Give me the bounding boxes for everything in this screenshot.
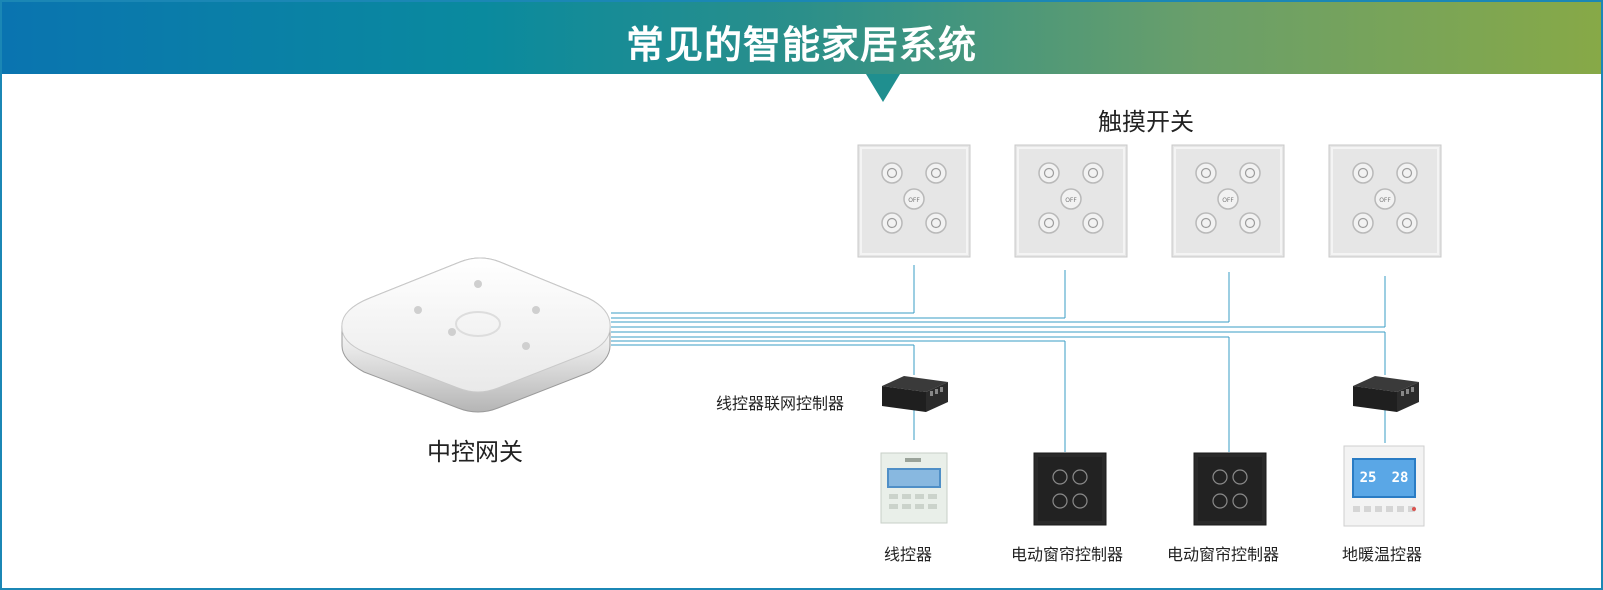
- network-controller-icon: [882, 376, 948, 412]
- thermostat-panel-icon: 25 28: [1343, 445, 1425, 527]
- touch-button-icon: [1239, 162, 1261, 184]
- off-button-label: OFF: [1379, 197, 1391, 204]
- off-button-label: OFF: [1222, 197, 1234, 204]
- header-banner: 常见的智能家居系统: [2, 2, 1601, 74]
- network-controller-icon: [1353, 376, 1419, 412]
- gateway-label: 中控网关: [427, 438, 523, 466]
- touch-switch: OFF: [1328, 144, 1442, 258]
- touch-button-icon: [1352, 212, 1374, 234]
- touch-button-icon: [1038, 212, 1060, 234]
- gateway-device: [341, 257, 611, 413]
- line-controller-hub-label: 线控器联网控制器: [716, 394, 845, 413]
- touch-button-icon: [1239, 212, 1261, 234]
- touch-button-icon: [1038, 162, 1060, 184]
- touch-button-icon: [1195, 212, 1217, 234]
- curtain-controller-panel-icon: [1033, 452, 1107, 526]
- touch-button-icon: [881, 212, 903, 234]
- line-controller-panel-icon: [880, 452, 948, 524]
- off-button-label: OFF: [1065, 197, 1077, 204]
- touch-switch: OFF: [1171, 144, 1285, 258]
- off-button-icon: [1374, 188, 1396, 210]
- touch-switch-panel: [1171, 144, 1285, 258]
- off-button-label: OFF: [908, 197, 920, 204]
- touch-button-icon: [1396, 212, 1418, 234]
- off-button-icon: [1060, 188, 1082, 210]
- touch-button-icon: [925, 212, 947, 234]
- device-label-line-controller: 线控器: [884, 545, 933, 564]
- touch-switch-group-label: 触摸开关: [1098, 108, 1194, 136]
- touch-button-icon: [925, 162, 947, 184]
- touch-button-icon: [1352, 162, 1374, 184]
- touch-button-icon: [1082, 212, 1104, 234]
- touch-button-icon: [1195, 162, 1217, 184]
- touch-switch: OFF: [1014, 144, 1128, 258]
- device-label-curtain-controller-2: 电动窗帘控制器: [1167, 545, 1280, 564]
- off-button-icon: [1217, 188, 1239, 210]
- thermostat-temp-right: 28: [1392, 470, 1409, 486]
- off-button-icon: [903, 188, 925, 210]
- touch-button-icon: [881, 162, 903, 184]
- device-label-curtain-controller-1: 电动窗帘控制器: [1011, 545, 1124, 564]
- page-title: 常见的智能家居系统: [625, 23, 977, 67]
- touch-button-icon: [1396, 162, 1418, 184]
- thermostat-temp-left: 25: [1360, 470, 1377, 486]
- touch-button-icon: [1082, 162, 1104, 184]
- header-pointer: [866, 74, 900, 102]
- device-label-thermostat: 地暖温控器: [1342, 545, 1423, 564]
- touch-switch: OFF: [857, 144, 971, 258]
- curtain-controller-panel-icon: [1193, 452, 1267, 526]
